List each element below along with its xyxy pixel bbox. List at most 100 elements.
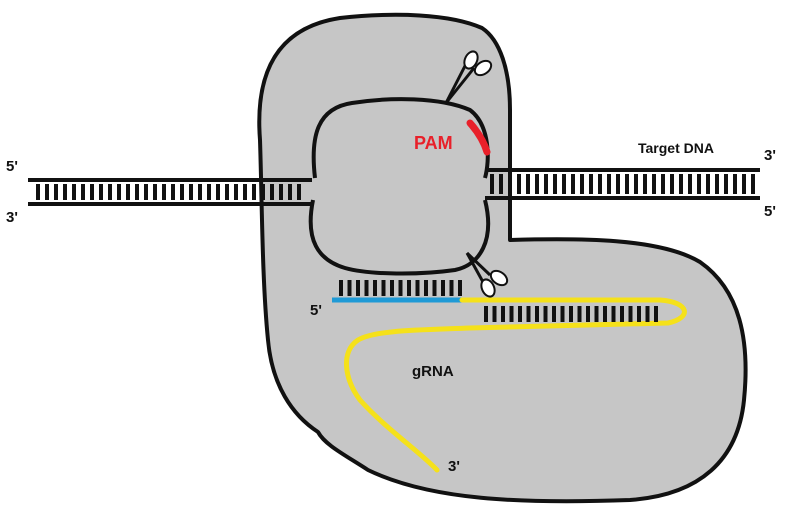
base-pair (620, 306, 624, 322)
base-pair (225, 184, 229, 200)
base-pair (569, 306, 573, 322)
base-pair (499, 174, 503, 194)
base-pair (637, 306, 641, 322)
base-pair (518, 306, 522, 322)
target-dna-label: Target DNA (638, 140, 714, 156)
base-pair (535, 306, 539, 322)
base-pair (634, 174, 638, 194)
base-pair (517, 174, 521, 194)
pam-label: PAM (414, 133, 453, 153)
base-pair (562, 174, 566, 194)
base-pair (458, 280, 462, 296)
base-pair (571, 174, 575, 194)
base-pair (580, 174, 584, 194)
base-pair (449, 280, 454, 296)
base-pair (216, 184, 220, 200)
grna-3prime-label: 3' (448, 458, 460, 475)
base-pair (586, 306, 590, 322)
base-pair (616, 174, 620, 194)
left-top-end-label: 5' (6, 158, 18, 175)
grna-hairpin-base-pairs (484, 306, 658, 322)
base-pair (45, 184, 49, 200)
base-pair (535, 174, 539, 194)
base-pair (598, 174, 602, 194)
base-pair (364, 280, 369, 296)
base-pair (243, 184, 247, 200)
base-pair (645, 306, 650, 322)
base-pair (484, 306, 488, 322)
base-pair (432, 280, 437, 296)
base-pair (652, 174, 656, 194)
base-pair (415, 280, 420, 296)
base-pair (544, 174, 548, 194)
base-pair (441, 280, 445, 296)
base-pair (171, 184, 175, 200)
guide-target-base-pairs (339, 280, 462, 296)
base-pair (607, 174, 611, 194)
base-pair (144, 184, 148, 200)
base-pair (628, 306, 633, 322)
scissors-icon-top (444, 50, 493, 104)
base-pair (81, 184, 85, 200)
base-pair (108, 184, 112, 200)
base-pair (670, 174, 674, 194)
base-pair (643, 174, 647, 194)
base-pair (99, 184, 103, 200)
base-pair (560, 306, 565, 322)
base-pair (288, 184, 292, 200)
base-pair (553, 174, 557, 194)
base-pair (661, 174, 665, 194)
base-pair (501, 306, 505, 322)
base-pair (356, 280, 360, 296)
base-pair (688, 174, 692, 194)
grna-scaffold (343, 297, 687, 473)
base-pair (381, 280, 386, 296)
pam-segment (466, 119, 491, 156)
base-pair (270, 184, 274, 200)
dna-bubble-cavity (308, 97, 491, 276)
dna-right-base-pairs (490, 174, 755, 194)
base-pair (90, 184, 94, 200)
base-pair (552, 306, 556, 322)
grna-label: gRNA (412, 363, 454, 380)
base-pair (715, 174, 719, 194)
base-pair (252, 184, 256, 200)
base-pair (339, 280, 343, 296)
base-pair (126, 184, 130, 200)
base-pair (189, 184, 193, 200)
base-pair (54, 184, 58, 200)
base-pair (117, 184, 121, 200)
base-pair (373, 280, 377, 296)
base-pair (198, 184, 202, 200)
base-pair (180, 184, 184, 200)
base-pair (589, 174, 593, 194)
base-pair (162, 184, 166, 200)
base-pair (526, 174, 530, 194)
base-pair (390, 280, 394, 296)
right-top-end-label: 3' (764, 147, 776, 164)
base-pair (63, 184, 67, 200)
base-pair (234, 184, 238, 200)
base-pair (751, 174, 755, 194)
base-pair (706, 174, 710, 194)
base-pair (543, 306, 548, 322)
scissors-icon-bottom (465, 251, 509, 298)
base-pair (654, 306, 658, 322)
base-pair (697, 174, 701, 194)
base-pair (594, 306, 599, 322)
base-pair (398, 280, 403, 296)
base-pair (577, 306, 582, 322)
base-pair (207, 184, 211, 200)
base-pair (261, 184, 265, 200)
base-pair (424, 280, 428, 296)
right-bottom-end-label: 5' (764, 203, 776, 220)
base-pair (625, 174, 629, 194)
base-pair (526, 306, 531, 322)
base-pair (611, 306, 616, 322)
dna-left-duplex (28, 178, 312, 206)
dna-right-duplex (485, 168, 760, 200)
base-pair (279, 184, 283, 200)
base-pair (153, 184, 157, 200)
